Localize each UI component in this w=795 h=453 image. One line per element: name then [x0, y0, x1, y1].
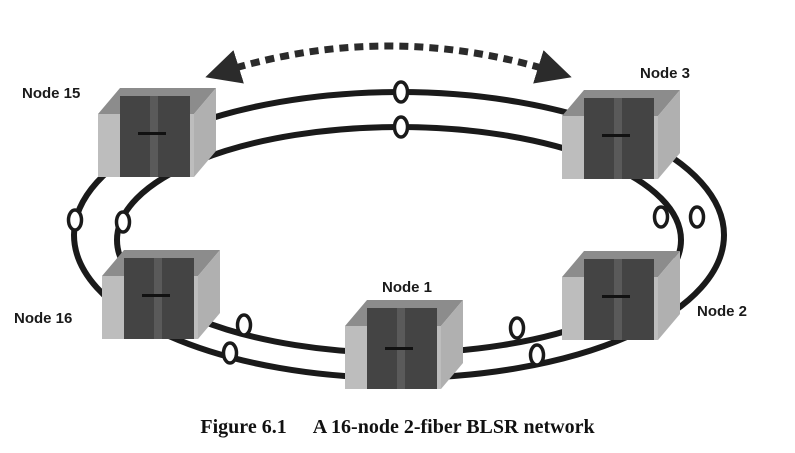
- fiber-connector: [392, 115, 410, 139]
- fiber-connector: [688, 205, 706, 229]
- node-1-box: [345, 300, 463, 389]
- fiber-connector: [221, 341, 239, 365]
- bidirectional-arrow: [205, 42, 572, 84]
- fiber-connector: [235, 313, 253, 337]
- node-16-box: [102, 250, 220, 339]
- fiber-connector: [114, 210, 132, 234]
- figure-caption: Figure 6.1 A 16-node 2-fiber BLSR network: [0, 416, 795, 439]
- fiber-connector: [508, 316, 526, 340]
- node-15-label: Node 15: [22, 85, 80, 102]
- node-3-box: [562, 90, 680, 179]
- fiber-connector: [652, 205, 670, 229]
- fiber-connector: [392, 80, 410, 104]
- figure-number: Figure 6.1: [200, 416, 287, 438]
- fiber-connectors: [66, 80, 706, 367]
- node-2-label: Node 2: [697, 303, 747, 320]
- blsr-ring-diagram: Node 15 Node 3 Node 16 Node 2 Node 1: [14, 42, 747, 389]
- node-2-box: [562, 251, 680, 340]
- node-3-label: Node 3: [640, 65, 690, 82]
- node-15-box: [98, 88, 216, 177]
- fiber-connector: [528, 343, 546, 367]
- node-1-label: Node 1: [382, 279, 432, 296]
- figure-title: A 16-node 2-fiber BLSR network: [312, 416, 595, 438]
- fiber-connector: [66, 208, 84, 232]
- node-16-label: Node 16: [14, 310, 72, 327]
